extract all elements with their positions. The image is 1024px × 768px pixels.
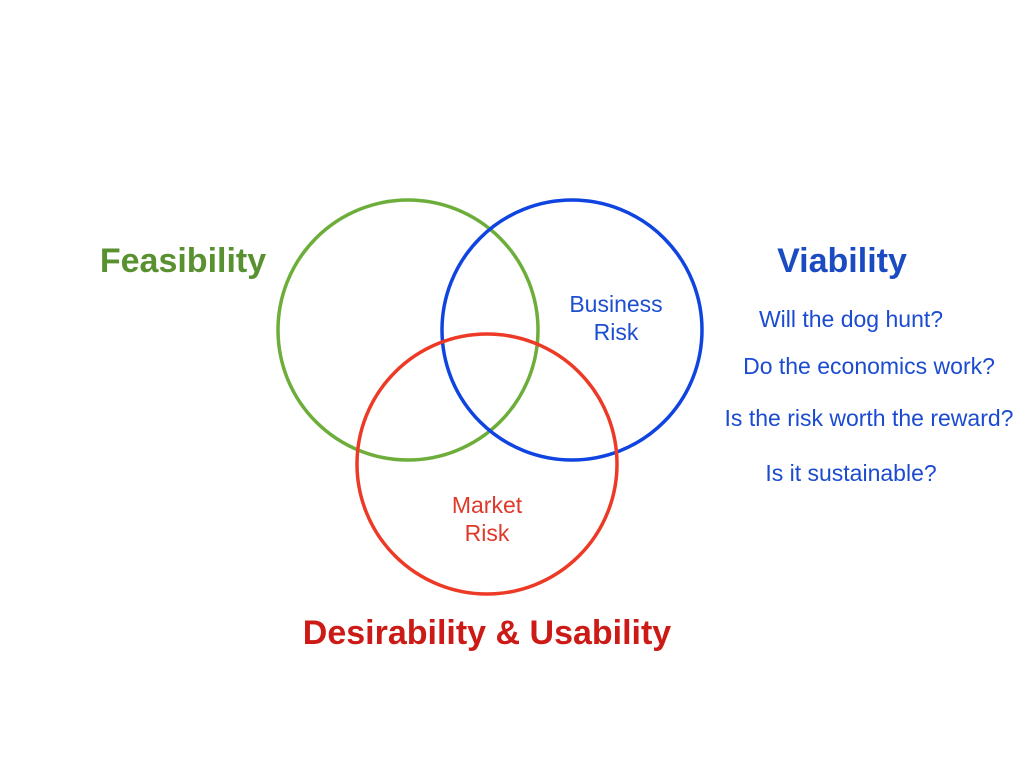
- question-item: Will the dog hunt?: [759, 306, 943, 332]
- viability-questions: Will the dog hunt? Do the economics work…: [725, 306, 1014, 486]
- business-risk-line-1: Business: [569, 291, 662, 317]
- question-item: Is it sustainable?: [765, 460, 936, 486]
- desirability-circle: [355, 332, 619, 596]
- question-item: Is the risk worth the reward?: [725, 405, 1014, 431]
- market-risk-line-2: Risk: [465, 520, 510, 546]
- business-risk-label: Business Risk: [569, 291, 662, 345]
- business-risk-line-2: Risk: [594, 319, 639, 345]
- feasibility-circle: [276, 198, 540, 462]
- feasibility-heading: Feasibility: [100, 242, 266, 280]
- market-risk-label: Market Risk: [452, 492, 523, 546]
- question-item: Do the economics work?: [743, 353, 995, 379]
- desirability-heading: Desirability & Usability: [303, 614, 672, 652]
- market-risk-line-1: Market: [452, 492, 523, 518]
- viability-circle: [440, 198, 704, 462]
- viability-heading: Viability: [777, 242, 907, 280]
